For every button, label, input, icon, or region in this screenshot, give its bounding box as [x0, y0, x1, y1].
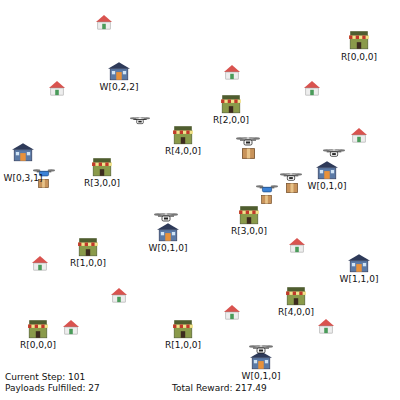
house-icon: [318, 319, 334, 333]
location-label: W[0,3,1]: [4, 173, 43, 183]
house-icon: [96, 15, 112, 29]
location-label: W[0,1,0]: [308, 181, 347, 191]
location-label: W[1,1,0]: [340, 274, 379, 284]
location-label: W[0,1,0]: [149, 243, 188, 253]
retailer-icon: [92, 158, 112, 176]
location-label: R[0,0,0]: [341, 52, 377, 62]
retailer-icon: [28, 320, 48, 338]
house-icon: [224, 305, 240, 319]
warehouse-icon: [12, 143, 34, 161]
warehouse-icon: [157, 223, 179, 241]
warehouse-icon: [108, 62, 130, 80]
house-icon: [111, 288, 127, 302]
retailer-icon: [239, 206, 259, 224]
retailer-icon: [221, 95, 241, 113]
location-label: R[4,0,0]: [165, 146, 201, 156]
status-text: Total Reward: 217.49: [172, 383, 267, 393]
retailer-icon: [173, 320, 193, 338]
package-icon: [243, 149, 255, 159]
location-label: W[0,2,2]: [100, 82, 139, 92]
retailer-icon: [349, 31, 369, 49]
drone-icon: [154, 213, 178, 221]
location-label: R[1,0,0]: [70, 258, 106, 268]
house-icon: [49, 81, 65, 95]
warehouse-icon: [348, 254, 370, 272]
retailer-icon: [78, 238, 98, 256]
location-label: W[0,1,0]: [242, 371, 281, 381]
drone-icon: [236, 137, 260, 145]
house-icon: [351, 128, 367, 142]
house-icon: [304, 81, 320, 95]
house-icon: [32, 256, 48, 270]
location-label: R[3,0,0]: [84, 178, 120, 188]
drone-icon: [256, 185, 278, 192]
location-label: R[1,0,0]: [165, 340, 201, 350]
status-text: Payloads Fulfilled: 27: [5, 383, 100, 393]
house-icon: [63, 320, 79, 334]
warehouse-icon: [316, 161, 338, 179]
retailer-icon: [173, 126, 193, 144]
package-icon: [287, 184, 298, 193]
package-icon: [262, 195, 272, 203]
house-icon: [289, 238, 305, 252]
location-label: R[2,0,0]: [213, 115, 249, 125]
drone-icon: [249, 345, 273, 353]
drone-icon: [280, 173, 302, 180]
drone-icon: [323, 149, 345, 156]
location-label: R[3,0,0]: [231, 226, 267, 236]
status-text: Current Step: 101: [5, 372, 85, 382]
location-label: R[4,0,0]: [278, 307, 314, 317]
retailer-icon: [286, 287, 306, 305]
warehouse-icon: [250, 351, 272, 369]
house-icon: [224, 65, 240, 79]
drone-icon: [130, 117, 150, 124]
location-label: R[0,0,0]: [20, 340, 56, 350]
